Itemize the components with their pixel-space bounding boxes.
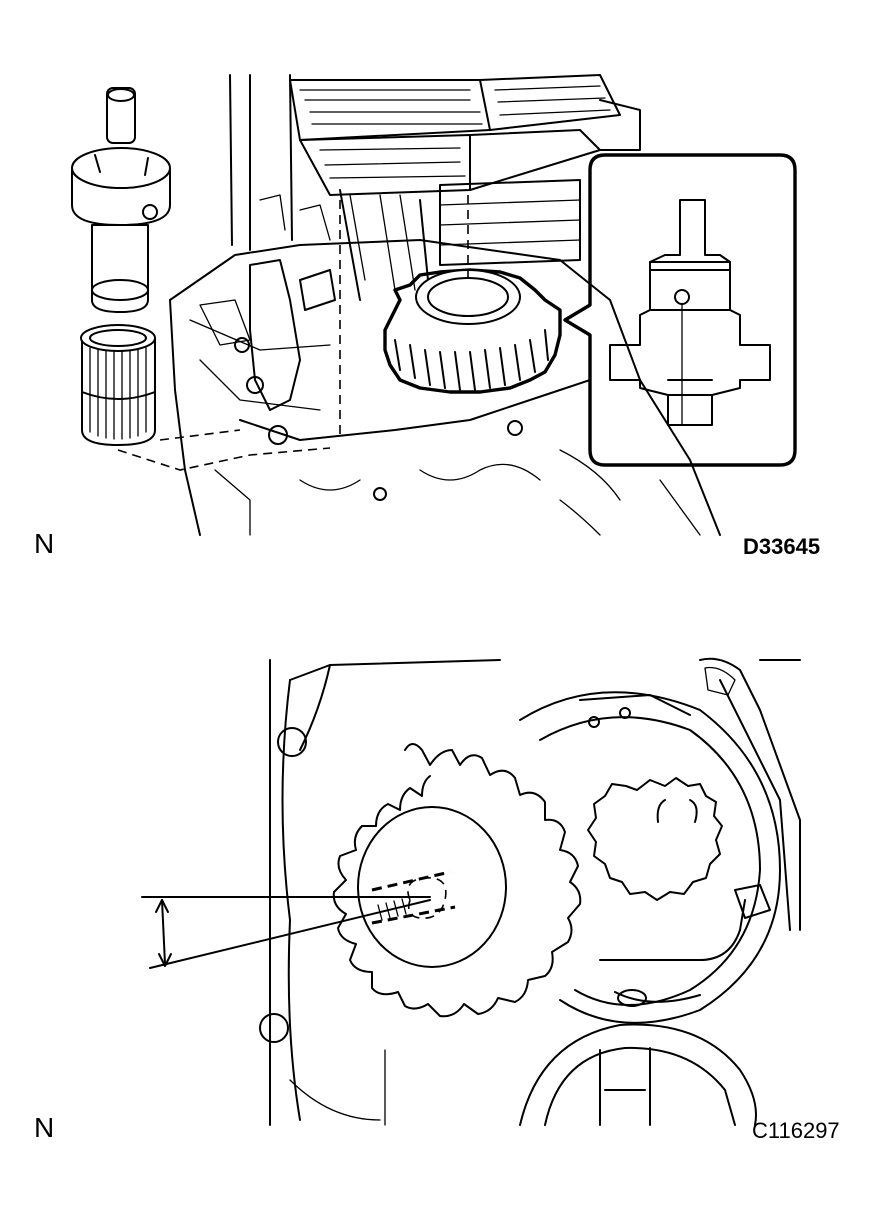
needle-roller-bearing (80, 324, 156, 446)
figure-code: C116297 (752, 1118, 840, 1143)
gear-stack (229, 74, 641, 301)
synchronizer-ring (519, 657, 801, 1024)
housing (259, 659, 501, 1126)
detail-inset (563, 153, 797, 467)
orientation-mark: N (34, 528, 55, 559)
transmission-gear-illustration (71, 74, 797, 536)
assembly-lines (117, 200, 341, 471)
angle-indicator (141, 896, 431, 969)
splined-gear (587, 777, 723, 901)
counter-gear (383, 195, 562, 394)
figure-bottom-panel: N C116297 (0, 600, 871, 1217)
figure-top-panel: N D33645 (0, 0, 871, 600)
shift-linkage (199, 194, 336, 411)
gear-shaft-part (71, 87, 171, 313)
figure-code: D33645 (743, 534, 821, 559)
gear-alignment-illustration (141, 657, 801, 1126)
large-gear (332, 743, 582, 1018)
lower-bore (519, 1023, 757, 1126)
orientation-mark: N (34, 1112, 55, 1143)
